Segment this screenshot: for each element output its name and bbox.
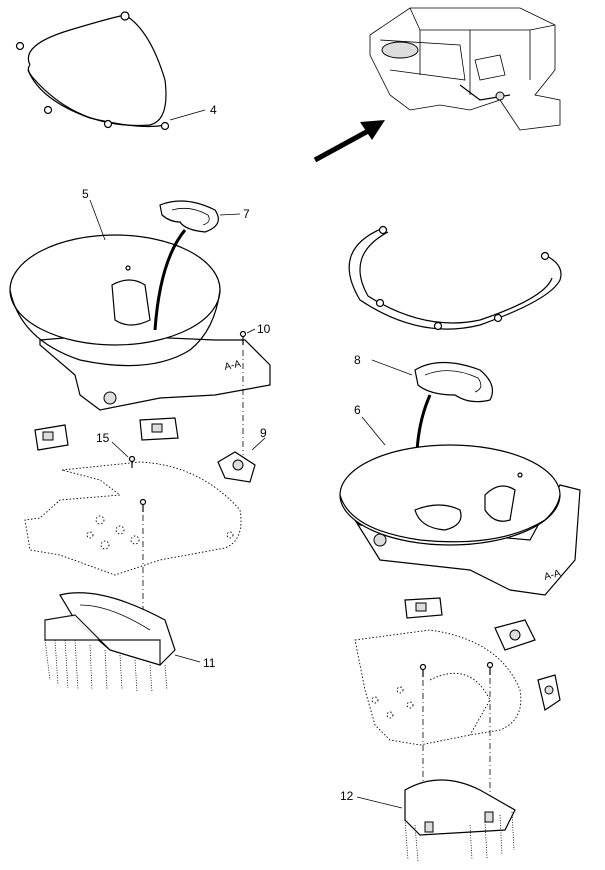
callout-12: 12: [340, 789, 354, 803]
clip-9: [217, 451, 256, 483]
seal-ring-8: [414, 361, 493, 403]
seal-ring-7: [159, 200, 219, 233]
callout-11: 11: [203, 656, 216, 670]
screw-left: [139, 498, 147, 512]
callout-15: 15: [96, 431, 110, 445]
spinner-plate-5: A-A: [39, 334, 271, 411]
clip-left-b: [139, 417, 179, 441]
direction-arrow: [313, 120, 385, 163]
brush-12: [404, 779, 516, 863]
machine-overview-drawing: [369, 7, 561, 131]
screws-right: [419, 661, 494, 677]
callout-6: 6: [354, 403, 361, 417]
callout-10: 10: [257, 322, 271, 336]
clip-right-c: [537, 674, 561, 711]
clip-right-b: [494, 619, 536, 651]
callout-4: 4: [210, 103, 217, 117]
callout-9: 9: [260, 426, 267, 440]
guard-plate-15: [24, 461, 242, 576]
callout-7: 7: [243, 207, 250, 221]
brush-11: [44, 592, 176, 693]
clip-right-a: [404, 597, 443, 619]
guard-plate-right: [354, 629, 522, 746]
clip-left-a: [34, 424, 69, 451]
ring-right: [348, 225, 562, 331]
callout-8: 8: [354, 353, 361, 367]
bowl-6: [339, 444, 561, 546]
screw-15: [128, 455, 136, 468]
screw-10: [239, 330, 247, 345]
svg-text:A-A: A-A: [223, 359, 242, 373]
svg-text:A-A: A-A: [543, 568, 562, 583]
ring-part-4: [15, 11, 170, 131]
callout-5: 5: [82, 187, 89, 201]
